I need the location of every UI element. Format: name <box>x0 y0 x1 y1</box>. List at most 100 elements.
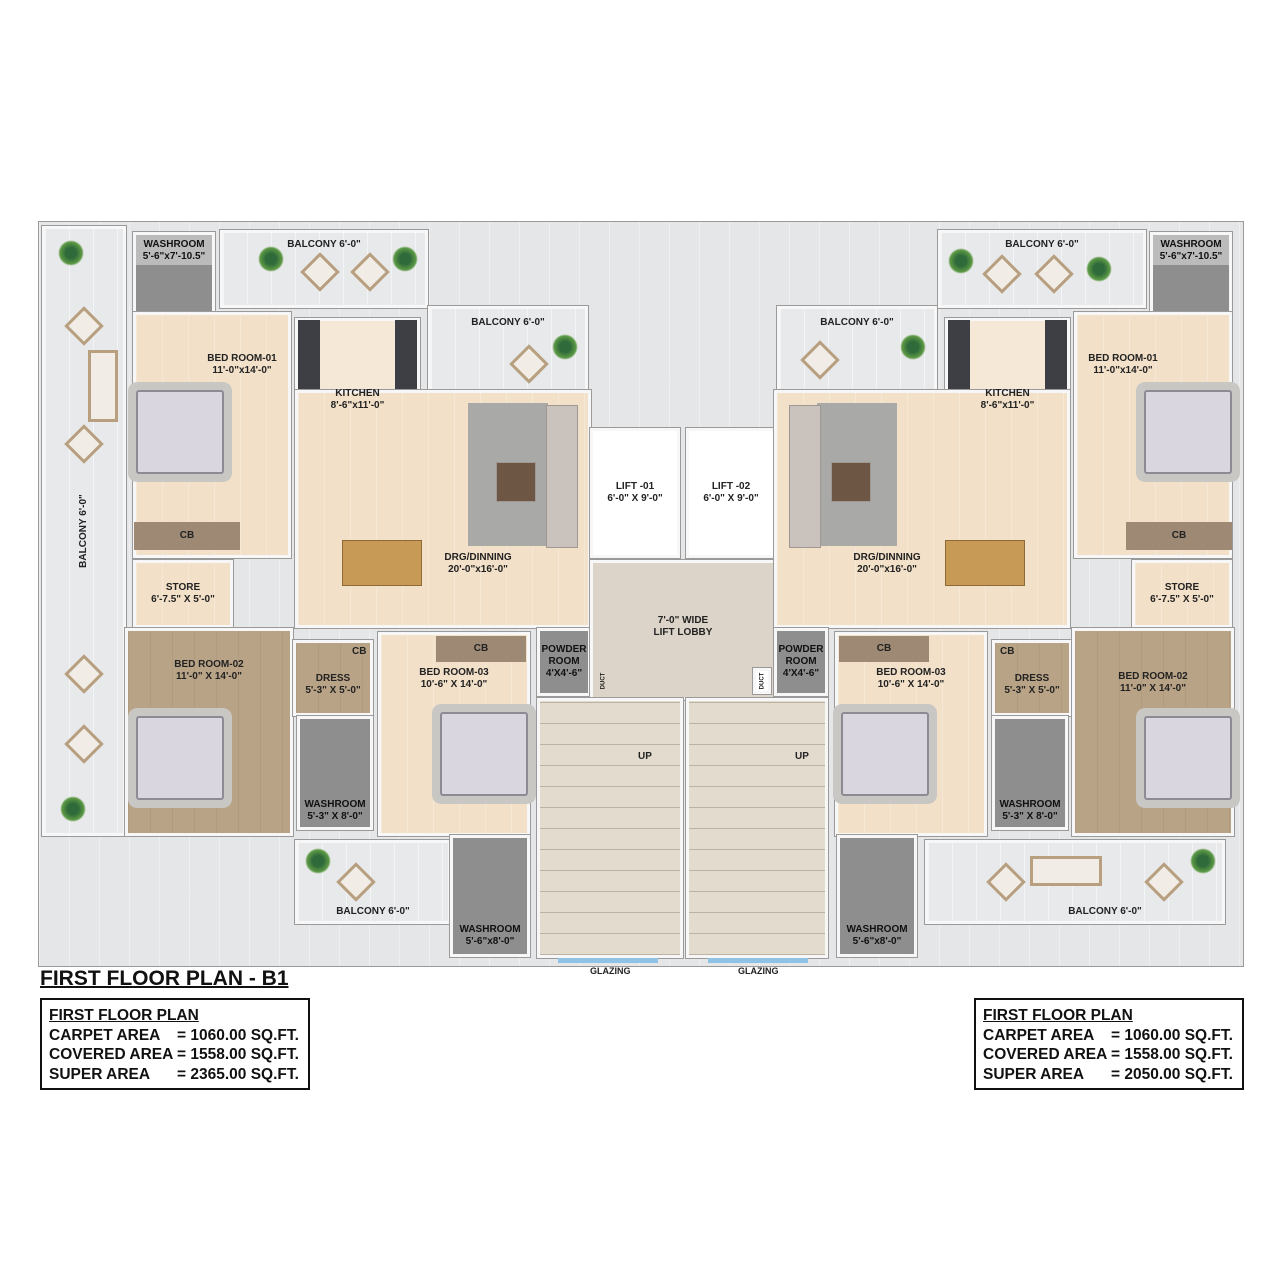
cb-label: CB <box>473 643 489 654</box>
area-table-right: FIRST FLOOR PLAN CARPET AREA= 1060.00 SQ… <box>974 998 1244 1090</box>
sofa-icon <box>546 405 578 548</box>
room-label: WASHROOM <box>459 924 521 935</box>
coffee-table-icon <box>831 462 871 502</box>
plan-title: FIRST FLOOR PLAN - B1 <box>40 967 289 990</box>
cb-label: CB <box>1000 646 1015 657</box>
left-dress: DRESS 5'-3" X 5'-0" <box>292 639 374 717</box>
room-label: WASHROOM <box>143 239 205 250</box>
left-washroom-top: WASHROOM 5'-6"x7'-10.5" <box>132 231 216 325</box>
cupboard: CB <box>839 636 929 662</box>
lift-02: LIFT -02 6'-0" X 9'-0" <box>685 427 777 559</box>
lobby-label: 7'-0" WIDE <box>657 615 709 626</box>
glazing-label: GLAZING <box>738 966 779 976</box>
room-label: BED ROOM-01 <box>1088 353 1158 364</box>
left-washroom-mid: WASHROOM 5'-3" X 8'-0" <box>296 715 374 831</box>
room-label: BED ROOM-03 <box>876 667 946 678</box>
glazing-window <box>708 958 808 963</box>
room-label: BALCONY 6'-0" <box>1005 239 1079 250</box>
bed-icon <box>841 712 929 796</box>
room-label: BED ROOM-03 <box>419 667 489 678</box>
room-label: DRESS <box>315 673 351 684</box>
plant-icon <box>60 796 86 822</box>
glazing-window <box>558 958 658 963</box>
plant-icon <box>552 334 578 360</box>
room-size: 5'-6"x7'-10.5" <box>142 251 206 262</box>
room-size: 6'-7.5" X 5'-0" <box>151 594 215 605</box>
room-size: 5'-6"x8'-0" <box>852 936 902 947</box>
room-size: 8'-6"x11'-0" <box>980 400 1035 411</box>
area-value: = 2365.00 SQ.FT. <box>177 1065 299 1083</box>
area-table-left: FIRST FLOOR PLAN CARPET AREA= 1060.00 SQ… <box>40 998 310 1090</box>
area-label: COVERED AREA <box>49 1046 174 1063</box>
area-label: CARPET AREA <box>49 1026 161 1044</box>
area-label: CARPET AREA <box>983 1026 1095 1044</box>
area-value: = 1060.00 SQ.FT. <box>177 1026 299 1044</box>
lift-size: 6'-0" X 9'-0" <box>607 493 663 504</box>
glazing-label: GLAZING <box>590 966 631 976</box>
area-row: SUPER AREA= 2365.00 SQ.FT. <box>49 1065 308 1085</box>
sofa-icon <box>88 350 118 422</box>
cupboard: CB <box>134 522 240 550</box>
area-label: SUPER AREA <box>983 1065 1085 1083</box>
room-label: BALCONY 6'-0" <box>336 906 410 917</box>
room-label: WASHROOM <box>1160 239 1222 250</box>
area-value: = 2050.00 SQ.FT. <box>1111 1065 1233 1083</box>
stair-up-label: UP <box>638 751 652 763</box>
room-size: 11'-0" X 14'-0" <box>1120 683 1186 694</box>
room-label: BED ROOM-01 <box>207 353 277 364</box>
left-washroom-bottom: WASHROOM 5'-6"x8'-0" <box>449 834 531 958</box>
room-label: DRG/DINNING <box>444 552 512 563</box>
room-size: 6'-7.5" X 5'-0" <box>1150 594 1214 605</box>
room-label: BALCONY 6'-0" <box>471 317 545 328</box>
left-store: STORE 6'-7.5" X 5'-0" <box>132 559 234 629</box>
room-label: POWDER <box>541 644 587 655</box>
room-label: BALCONY 6'-0" <box>1068 906 1142 917</box>
right-washroom-mid: WASHROOM 5'-3" X 8'-0" <box>991 715 1069 831</box>
area-row: COVERED AREA= 1558.00 SQ.FT. <box>49 1045 308 1065</box>
room-size: 10'-6" X 14'-0" <box>877 679 945 690</box>
staircase-left: UP <box>536 697 684 959</box>
lift-size: 6'-0" X 9'-0" <box>703 493 759 504</box>
room-size: 8'-6"x11'-0" <box>330 400 385 411</box>
right-washroom-bottom: WASHROOM 5'-6"x8'-0" <box>836 834 918 958</box>
dining-table-icon <box>342 540 422 586</box>
area-row: CARPET AREA = 1060.00 SQ.FT. <box>49 1026 308 1046</box>
bed-icon <box>1144 716 1232 800</box>
lift-lobby: 7'-0" WIDE LIFT LOBBY <box>589 559 777 701</box>
duct-label: DUCT <box>600 672 607 690</box>
room-size: 11'-0"x14'-0" <box>212 365 272 376</box>
room-label: ROOM <box>548 656 580 667</box>
plant-icon <box>58 240 84 266</box>
bed-icon <box>136 716 224 800</box>
right-dress: DRESS 5'-3" X 5'-0" <box>991 639 1073 717</box>
staircase-right: UP <box>685 697 829 959</box>
room-size: 5'-3" X 8'-0" <box>1002 811 1058 822</box>
coffee-table-icon <box>496 462 536 502</box>
sofa-icon <box>1030 856 1102 886</box>
room-label: BALCONY 6'-0" <box>820 317 894 328</box>
plant-icon <box>948 248 974 274</box>
plant-icon <box>305 848 331 874</box>
room-label: DRG/DINNING <box>853 552 921 563</box>
room-size: 5'-6"x7'-10.5" <box>1159 251 1223 262</box>
room-size: 11'-0"x14'-0" <box>1093 365 1153 376</box>
right-duct: DUCT <box>752 667 772 695</box>
bed-icon <box>1144 390 1232 474</box>
left-drg-dinning: DRG/DINNING 20'-0"x16'-0" <box>294 389 592 629</box>
plant-icon <box>1190 848 1216 874</box>
cupboard: CB <box>436 636 526 662</box>
lift-01: LIFT -01 6'-0" X 9'-0" <box>589 427 681 559</box>
plant-icon <box>1086 256 1112 282</box>
right-powder-room: POWDER ROOM 4'X4'-6" <box>773 627 829 697</box>
room-size: 11'-0" X 14'-0" <box>176 671 242 682</box>
area-row: SUPER AREA = 2050.00 SQ.FT. <box>983 1065 1242 1085</box>
room-size: 10'-6" X 14'-0" <box>420 679 488 690</box>
room-size: 5'-3" X 5'-0" <box>305 685 361 696</box>
room-size: 5'-6"x8'-0" <box>465 936 515 947</box>
area-row: CARPET AREA= 1060.00 SQ.FT. <box>983 1026 1242 1046</box>
room-label: BALCONY 6'-0" <box>287 239 361 250</box>
cb-label: CB <box>179 530 195 541</box>
cb-label: CB <box>352 646 367 657</box>
room-label: WASHROOM <box>999 799 1061 810</box>
room-label: KITCHEN <box>985 388 1030 399</box>
